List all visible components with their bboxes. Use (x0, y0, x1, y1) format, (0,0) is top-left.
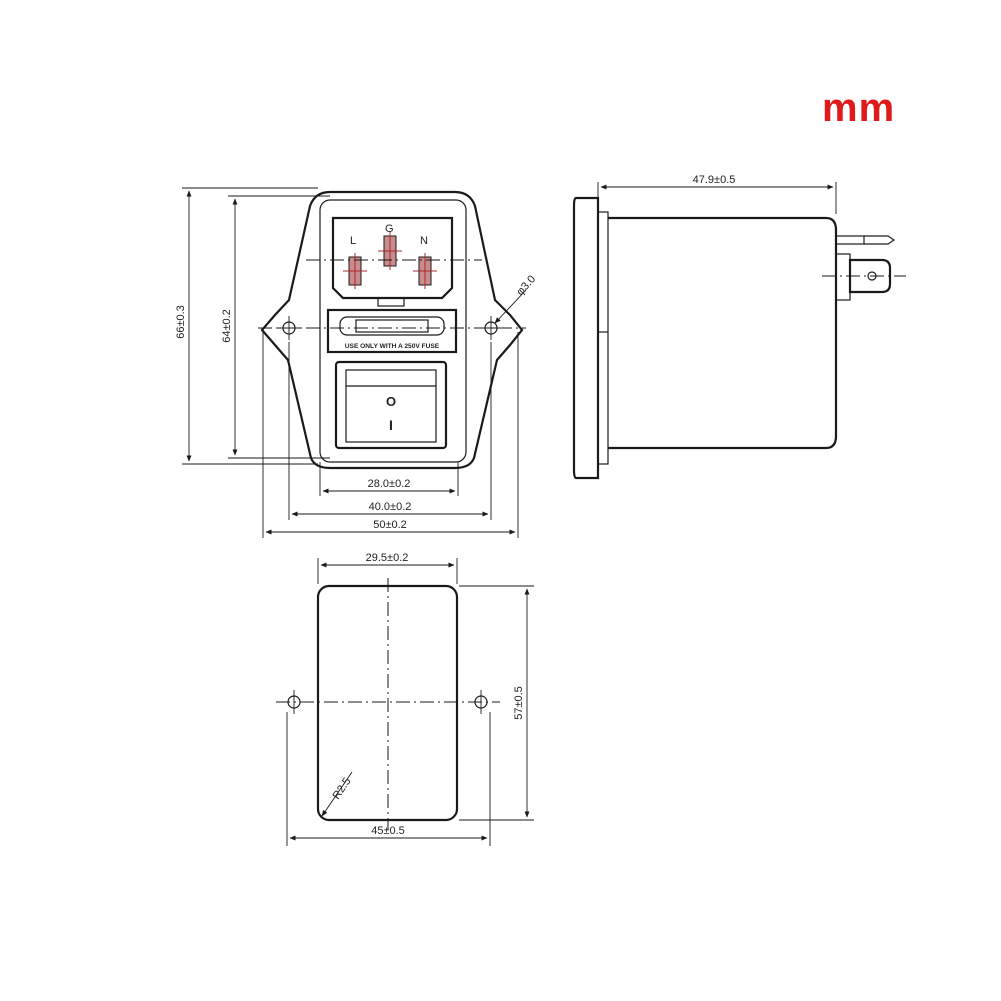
dim-hole-diameter: φ3.0 (514, 273, 538, 298)
terminal-label-neutral: N (420, 235, 428, 247)
dim-hole-spacing: 45±0.5 (371, 825, 405, 837)
cutout-hole-left (287, 690, 301, 714)
side-view: 47.9±0.5 (572, 174, 906, 480)
fuse-warning-text: USE ONLY WITH A 250V FUSE (345, 343, 440, 350)
front-view: L G N USE ONLY WITH A 250V FUSE O (175, 187, 538, 538)
front-flange-outline (260, 190, 524, 470)
rocker-switch-button (345, 369, 437, 443)
pin-ground (378, 232, 402, 270)
rocker-switch-frame (334, 360, 448, 450)
dim-width-holes: 40.0±0.2 (369, 501, 412, 513)
cutout-hole-right (474, 690, 488, 714)
dim-width-inlet: 28.0±0.2 (368, 478, 411, 490)
terminal-label-live: L (350, 235, 356, 247)
switch-off-symbol: O (386, 394, 396, 409)
inlet-latch (377, 297, 405, 307)
dim-cutout-height: 57±0.5 (513, 686, 525, 720)
dim-cutout-width: 29.5±0.2 (366, 552, 409, 564)
dim-cutout-radius: R2.5 (331, 776, 354, 802)
dim-height-body: 64±0.2 (221, 309, 233, 343)
front-inner-face (319, 199, 467, 463)
terminal-label-ground: G (385, 223, 394, 235)
fuse-drawer (326, 308, 458, 354)
dim-width-flange: 50±0.2 (373, 519, 407, 531)
switch-on-symbol: I (389, 417, 393, 433)
pin-neutral (413, 253, 437, 289)
dim-height-overall: 66±0.3 (175, 305, 187, 339)
iec-inlet-outline (331, 216, 454, 300)
dim-depth: 47.9±0.5 (693, 174, 736, 186)
fuse-holder (339, 316, 445, 336)
pin-live (343, 253, 367, 289)
unit-label: mm (822, 86, 896, 130)
cutout-view: 29.5±0.2 57±0.5 R2.5 45±0.5 (276, 552, 534, 846)
